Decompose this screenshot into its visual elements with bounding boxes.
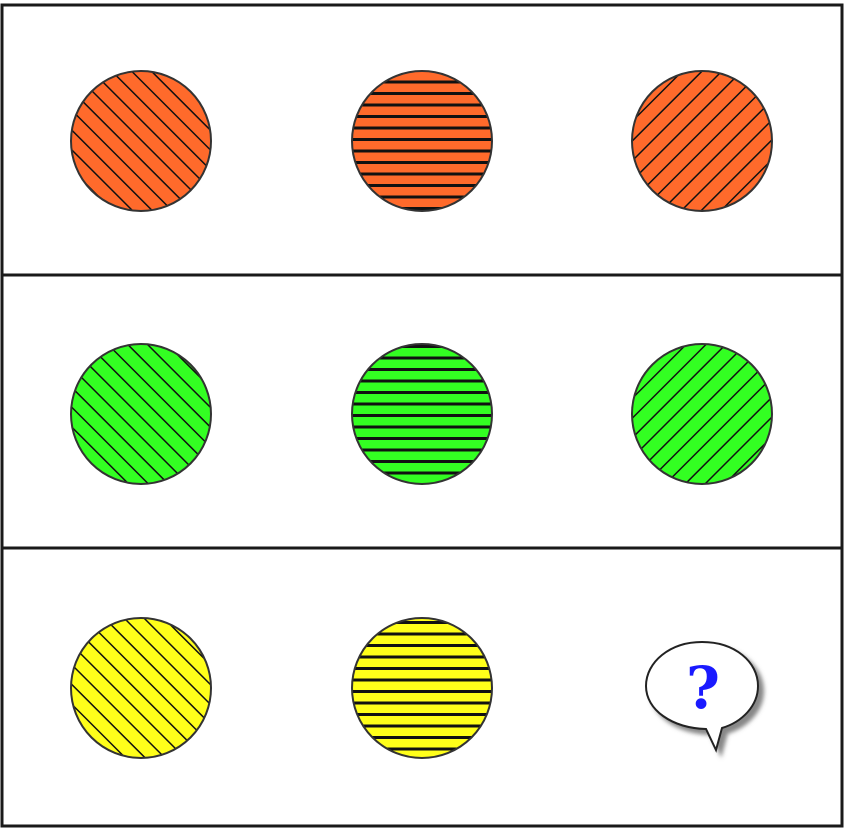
- hatched-circle-green-horizontal: [351, 343, 493, 485]
- speech-bubble-question-icon: [644, 640, 760, 753]
- hatched-circle-green-diagonal-down: [631, 343, 773, 485]
- hatched-circle-yellow-diagonal-up: [70, 617, 212, 759]
- question-mark: ?: [686, 654, 720, 722]
- cells-layer: ?: [70, 70, 773, 759]
- hatched-circle-orange-horizontal: [351, 70, 493, 212]
- hatched-circle-yellow-horizontal: [351, 617, 493, 759]
- hatched-circle-green-diagonal-up: [70, 343, 212, 485]
- hatched-circle-orange-diagonal-up: [70, 70, 212, 212]
- hatched-circle-orange-diagonal-down: [631, 70, 773, 212]
